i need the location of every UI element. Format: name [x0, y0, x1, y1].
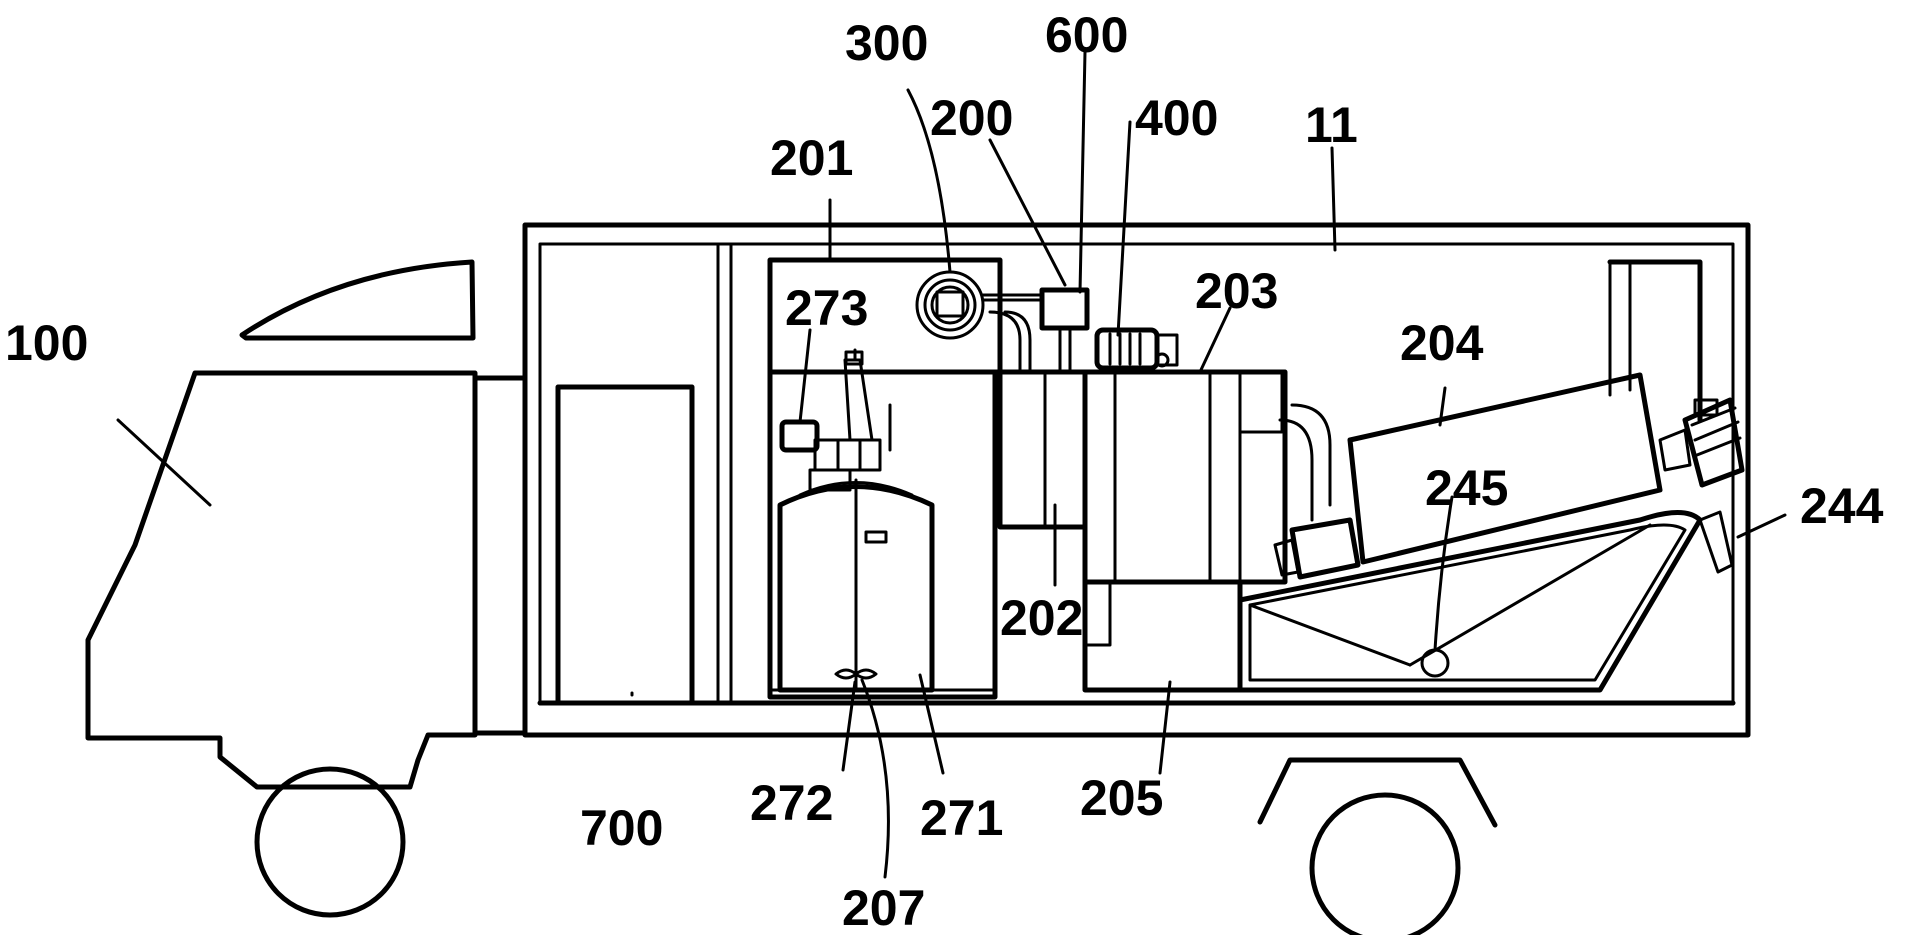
trough-outline [1237, 510, 1703, 693]
motor-mount [1658, 428, 1692, 472]
labels: 100 11 200 201 202 203 204 205 207 244 2… [5, 7, 1884, 935]
valve-272 [834, 668, 878, 680]
drum-204-inlet [1289, 517, 1361, 580]
tank-271-sight-glass [864, 530, 888, 544]
module-203 [1082, 369, 1288, 585]
outlet-244 [1698, 510, 1734, 574]
cabinet-700 [555, 384, 695, 706]
label-100: 100 [5, 315, 88, 371]
pipe-down-left [988, 310, 1032, 374]
sensor-245 [1420, 648, 1450, 678]
label-203: 203 [1195, 263, 1278, 319]
drum-204-inlet-detail [1273, 538, 1300, 577]
tank-271-body [777, 484, 935, 693]
label-300: 300 [845, 15, 928, 71]
box-600 [1039, 287, 1090, 331]
module-202 [997, 369, 1088, 530]
motor-right [1658, 397, 1745, 574]
front-wheel [254, 766, 406, 918]
motor-housing [1682, 397, 1745, 488]
label-400: 400 [1135, 90, 1218, 146]
motor-cap [1693, 398, 1719, 417]
mixer-top [844, 350, 864, 366]
pipe-202-ext [1058, 328, 1072, 374]
box-205 [1082, 579, 1243, 693]
label-202: 202 [1000, 590, 1083, 646]
frame-201-lower [767, 369, 998, 700]
label-11: 11 [1305, 97, 1358, 153]
partition-wall [716, 242, 733, 705]
drum-204-body [1347, 372, 1663, 565]
truck-cab [85, 259, 528, 790]
leader-lines [116, 50, 1787, 879]
tank-271 [777, 478, 935, 693]
rear-wheel [1309, 792, 1461, 935]
cab-visor [239, 259, 476, 341]
label-205: 205 [1080, 770, 1163, 826]
label-204: 204 [1400, 315, 1484, 371]
cab-connector [472, 375, 528, 736]
label-700: 700 [580, 800, 663, 856]
label-272: 272 [750, 775, 833, 831]
label-244: 244 [1800, 478, 1884, 534]
module-right-joint [1238, 370, 1284, 434]
label-201: 201 [770, 130, 853, 186]
label-200: 200 [930, 90, 1013, 146]
drum-204 [1273, 372, 1663, 580]
pump-400 [1094, 327, 1179, 371]
label-600: 600 [1045, 7, 1128, 63]
pipes [981, 293, 1332, 522]
cargo-outer-wall [522, 222, 1751, 738]
pipe-300-600 [981, 293, 1044, 302]
trough-cross-left [1248, 603, 1412, 667]
mixer-frame [813, 403, 892, 472]
cab-outline [85, 370, 478, 790]
mixer-motor [779, 419, 820, 453]
cabinet-upper-right [1607, 259, 1703, 423]
label-271: 271 [920, 790, 1003, 846]
trough-cross-right [1408, 523, 1652, 667]
device-300 [915, 270, 985, 340]
trough [1237, 510, 1703, 693]
trough-inner [1248, 523, 1687, 682]
cargo-box [522, 222, 1751, 738]
label-245: 245 [1425, 460, 1508, 516]
label-207: 207 [842, 880, 925, 935]
label-273: 273 [785, 280, 868, 336]
rear-wheel-well [1257, 757, 1498, 828]
